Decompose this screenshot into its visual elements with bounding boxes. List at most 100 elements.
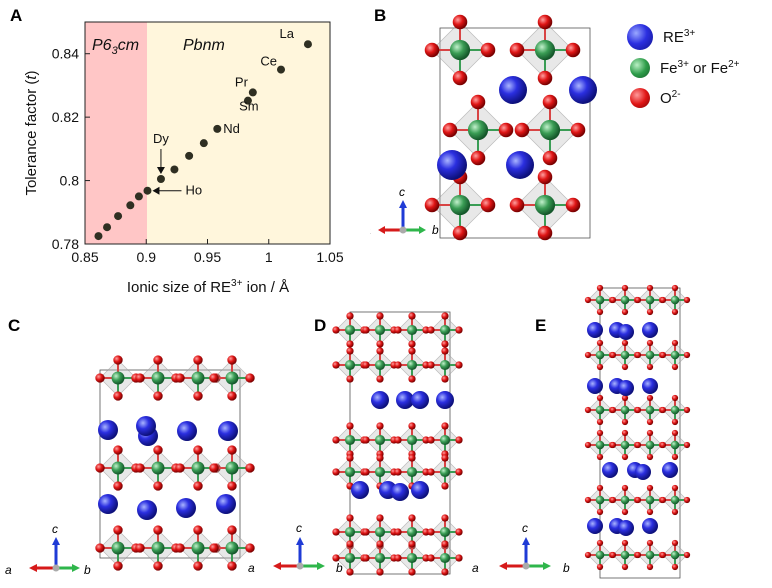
rare-earth-atom	[642, 322, 658, 338]
iron-atom	[670, 495, 680, 505]
x-tick-label: 1.05	[316, 249, 343, 265]
oxygen-atom	[537, 14, 553, 30]
oxygen-atom	[408, 568, 416, 576]
unit-cell	[439, 27, 591, 239]
data-point	[199, 139, 208, 148]
oxygen-atom	[346, 340, 354, 348]
axis-label-c: c	[522, 521, 528, 535]
annotation-arrowhead	[156, 166, 165, 174]
iron-atom	[534, 39, 556, 61]
oxygen-atom	[394, 554, 402, 562]
axis-label-b: b	[432, 223, 439, 237]
oxygen-atom	[646, 418, 654, 426]
axis-label-b: b	[336, 561, 343, 575]
axis-triad-c: a b c	[5, 522, 91, 577]
oxygen-atom	[509, 197, 525, 213]
rare-earth-atom	[635, 464, 651, 480]
oxygen-atom	[245, 463, 255, 473]
oxygen-atom	[362, 468, 370, 476]
oxygen-atom	[441, 454, 449, 462]
oxygen-atom	[683, 441, 691, 449]
oxygen-atom	[153, 391, 163, 401]
oxygen-atom	[659, 496, 667, 504]
panel-letter-b: B	[374, 6, 387, 25]
oxygen-atom	[659, 441, 667, 449]
oxygen-atom	[621, 339, 629, 347]
oxygen-atom	[671, 539, 679, 547]
iron-atom	[645, 440, 655, 450]
oxygen-atom	[596, 484, 604, 492]
rare-earth-atom	[436, 391, 454, 409]
axis-label-a: a	[472, 561, 479, 575]
oxygen-atom	[441, 422, 449, 430]
oxygen-atom	[408, 375, 416, 383]
oxygen-atom	[671, 563, 679, 571]
rare-earth-atom	[618, 380, 634, 396]
iron-atom	[406, 359, 418, 371]
rare-earth-atom	[411, 391, 429, 409]
oxygen-atom	[422, 528, 430, 536]
iron-atom	[620, 350, 630, 360]
oxygen-atom	[452, 225, 468, 241]
iron-atom	[595, 495, 605, 505]
rare-earth-atom	[587, 322, 603, 338]
rare-earth-atom	[391, 483, 409, 501]
annotation-label: Sm	[239, 98, 259, 113]
iron-atom	[344, 359, 356, 371]
annotation-label: Ce	[260, 54, 277, 69]
oxygen-atom	[441, 482, 449, 490]
oxygen-atom	[441, 514, 449, 522]
panel-letter-a: A	[10, 6, 23, 25]
data-point	[170, 165, 179, 174]
oxygen-atom	[332, 468, 340, 476]
iron-atom	[645, 495, 655, 505]
oxygen-atom	[424, 197, 440, 213]
oxygen-atom	[227, 481, 237, 491]
iron-atom	[374, 434, 386, 446]
oxygen-atom	[596, 418, 604, 426]
green-sphere-icon	[630, 58, 650, 78]
oxygen-atom	[565, 197, 581, 213]
rare-earth-atom	[98, 494, 118, 514]
iron-atom	[374, 324, 386, 336]
oxygen-atom	[153, 445, 163, 455]
oxygen-atom	[332, 326, 340, 334]
iron-atom	[151, 461, 165, 475]
oxygen-atom	[537, 70, 553, 86]
oxygen-atom	[346, 514, 354, 522]
iron-atom	[620, 295, 630, 305]
annotation-label: Pr	[235, 75, 249, 90]
iron-atom	[670, 440, 680, 450]
oxygen-atom	[245, 543, 255, 553]
oxygen-atom	[193, 445, 203, 455]
iron-atom	[595, 295, 605, 305]
oxygen-atom	[408, 454, 416, 462]
oxygen-atom	[634, 496, 642, 504]
oxygen-atom	[193, 561, 203, 571]
axis-label-a: a	[248, 561, 255, 575]
iron-atom	[670, 350, 680, 360]
oxygen-atom	[498, 122, 514, 138]
oxygen-atom	[570, 122, 586, 138]
iron-atom	[111, 541, 125, 555]
data-point	[156, 174, 165, 183]
rare-earth-atom	[411, 481, 429, 499]
iron-atom	[191, 461, 205, 475]
oxygen-atom	[671, 363, 679, 371]
oxygen-atom	[596, 284, 604, 292]
oxygen-atom	[227, 355, 237, 365]
rare-earth-atom	[351, 481, 369, 499]
x-axis-label: Ionic size of RE3+ ion / Å	[127, 278, 289, 296]
data-point	[277, 65, 285, 74]
axis-triad-e: a b c	[472, 521, 570, 575]
oxygen-atom	[621, 539, 629, 547]
oxygen-atom	[376, 347, 384, 355]
x-tick-label: 0.9	[137, 249, 157, 265]
rare-earth-atom	[618, 324, 634, 340]
oxygen-atom	[584, 296, 592, 304]
oxygen-atom	[671, 484, 679, 492]
legend-item-re: RE3+	[627, 24, 695, 50]
iron-atom	[595, 405, 605, 415]
oxygen-atom	[646, 284, 654, 292]
oxygen-atom	[394, 528, 402, 536]
